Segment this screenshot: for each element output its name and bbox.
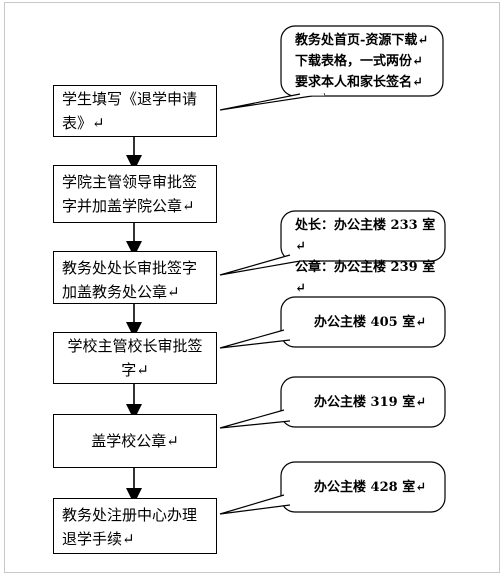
callout-4-text: 办公主楼 319 室↵ (314, 392, 444, 413)
callout-2 (219, 210, 446, 276)
callout-5 (219, 461, 446, 515)
step-3-label: 教务处处长审批签字加盖教务处公章↵ (62, 259, 198, 301)
callout-1 (219, 25, 444, 111)
callout-3-text: 办公主楼 405 室↵ (314, 312, 444, 333)
step-6-box: 教务处注册中心办理退学手续↵ (53, 498, 217, 554)
callout-1-line-3: 要求本人和家长签名↵ (295, 75, 423, 90)
step-4-label: 学校主管校长审批签字↵ (67, 337, 203, 379)
step-1-label: 学生填写《退学申请表》↵ (62, 90, 198, 132)
diagram-frame (4, 2, 500, 573)
callout-5-line-1: 办公主楼 428 室↵ (314, 480, 427, 495)
callout-1-line-2: 下载表格，一式两份↵ (295, 54, 423, 69)
callout-1-line-1: 教务处首页-资源下载↵ (295, 33, 429, 48)
step-3-box: 教务处处长审批签字加盖教务处公章↵ (53, 251, 217, 304)
step-6-label: 教务处注册中心办理退学手续↵ (62, 506, 198, 548)
callout-3 (219, 296, 446, 349)
callout-2-text: 处长：办公主楼 233 室↵ 公章：办公主楼 239 室↵ (295, 215, 443, 299)
step-4-box: 学校主管校长审批签字↵ (53, 332, 217, 384)
callout-4-line-1: 办公主楼 319 室↵ (314, 395, 427, 410)
callout-2-line-1: 处长：办公主楼 233 室↵ (295, 218, 436, 254)
step-2-label: 学院主管领导审批签字并加盖学院公章↵ (62, 173, 198, 215)
step-2-box: 学院主管领导审批签字并加盖学院公章↵ (53, 165, 217, 223)
step-1-box: 学生填写《退学申请表》↵ (53, 85, 217, 137)
callout-1-text: 教务处首页-资源下载↵ 下载表格，一式两份↵ 要求本人和家长签名↵ (295, 30, 440, 93)
step-5-label: 盖学校公章↵ (91, 432, 179, 450)
callout-2-line-2: 公章：办公主楼 239 室↵ (295, 260, 436, 296)
step-5-box: 盖学校公章↵ (53, 414, 217, 468)
callout-4 (219, 376, 446, 429)
callout-5-text: 办公主楼 428 室↵ (314, 477, 444, 498)
callout-3-line-1: 办公主楼 405 室↵ (314, 315, 427, 330)
